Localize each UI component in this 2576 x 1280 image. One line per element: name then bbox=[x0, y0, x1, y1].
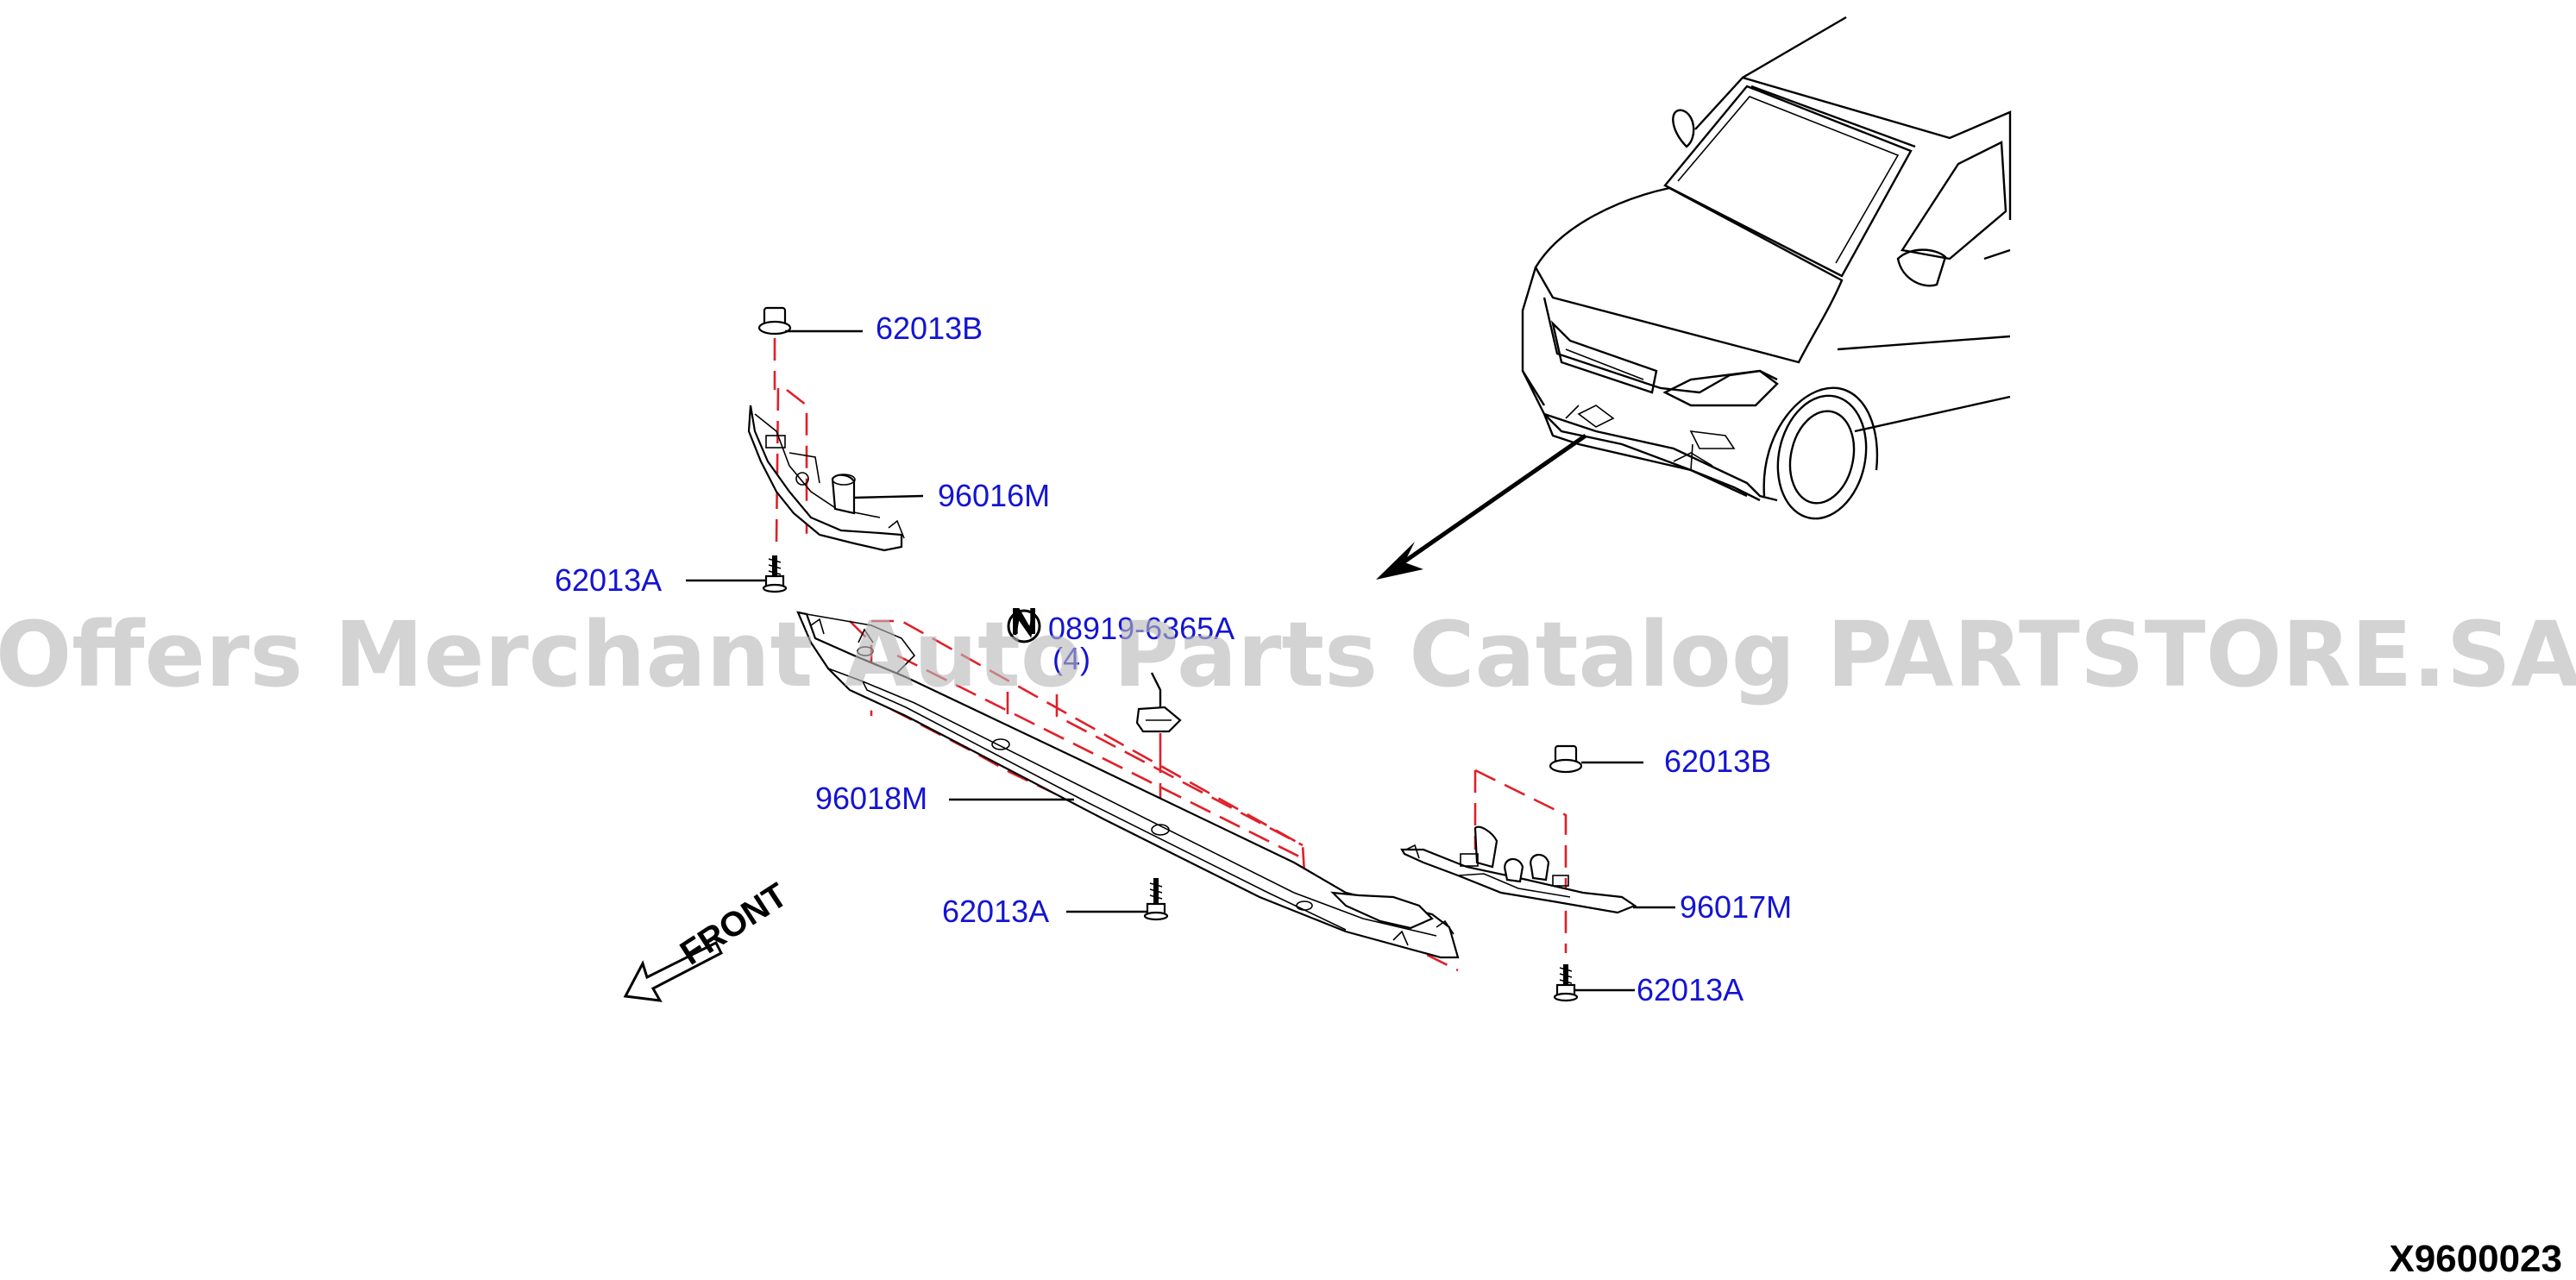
label-62013b-right: 62013B bbox=[1664, 744, 1771, 779]
bolt-62013b-top bbox=[757, 306, 792, 336]
front-direction-indicator: FRONT bbox=[623, 876, 795, 1002]
label-96018m: 96018M bbox=[815, 781, 927, 816]
part-labels: 62013B 96016M 62013A 08919-6365A (4) 960… bbox=[555, 311, 1792, 1007]
symbol-letter: N bbox=[1010, 600, 1038, 643]
bolt-62013a-right bbox=[1553, 964, 1579, 1002]
vehicle-illustration bbox=[1376, 16, 2012, 580]
bolt-62013b-right bbox=[1549, 744, 1583, 774]
clip-08919-6365a bbox=[1135, 672, 1182, 750]
bracket-96016m bbox=[686, 306, 924, 593]
label-quantity: (4) bbox=[1052, 641, 1090, 676]
diagram-code: X9600023 bbox=[2389, 1238, 2562, 1280]
bracket-96017m bbox=[1400, 744, 1675, 1002]
new-part-symbol: N bbox=[1007, 600, 1041, 643]
under-cover-96018m bbox=[796, 611, 1460, 972]
label-96017m: 96017M bbox=[1680, 889, 1792, 925]
bolt-62013a-mid bbox=[1143, 878, 1169, 921]
front-label: FRONT bbox=[674, 876, 795, 973]
label-08919-6365a: 08919-6365A bbox=[1048, 611, 1235, 646]
label-62013a-left: 62013A bbox=[555, 562, 662, 598]
bolt-62013a-left bbox=[762, 555, 788, 593]
label-62013a-mid: 62013A bbox=[942, 894, 1049, 929]
label-62013a-right: 62013A bbox=[1637, 972, 1744, 1007]
label-96016m: 96016M bbox=[938, 478, 1050, 513]
label-62013b-top: 62013B bbox=[876, 311, 983, 346]
watermark-text: Offers Merchant Auto Parts Catalog PARTS… bbox=[0, 602, 2576, 707]
